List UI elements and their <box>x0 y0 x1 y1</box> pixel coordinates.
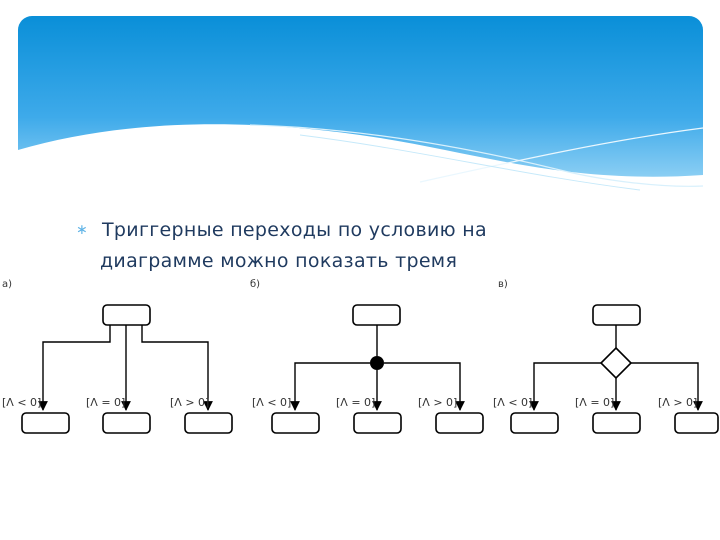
diagram-c-target-state-2 <box>593 413 640 433</box>
diagram-c: в) [Λ < 0] [Λ = 0] [Λ > 0] <box>493 279 718 433</box>
diagram-b-source-state <box>353 305 400 325</box>
bullet-text-1: Триггерные переходы по условию на <box>102 219 487 241</box>
bullet-paragraph: ∗Триггерные переходы по условию на диагр… <box>76 216 636 276</box>
diagram-b-target-state-1 <box>272 413 319 433</box>
transition-diagrams: а) [Λ < 0] [Λ = 0] [Λ > 0] б) [Λ < 0] [Λ… <box>0 270 720 450</box>
diagram-a-condition-lt: [Λ < 0] <box>2 396 41 409</box>
diagram-a-target-state-2 <box>103 413 150 433</box>
diagram-c-decision-diamond <box>601 348 631 378</box>
diagram-a: а) [Λ < 0] [Λ = 0] [Λ > 0] <box>2 279 232 433</box>
diagram-b-junction-point <box>370 356 384 370</box>
diagram-b-target-state-2 <box>354 413 401 433</box>
diagram-b-target-state-3 <box>436 413 483 433</box>
diagram-c-label: в) <box>498 279 508 290</box>
diagram-c-condition-gt: [Λ > 0] <box>658 396 697 409</box>
bullet-line-1: ∗ Триггерные переходы по условию на <box>76 216 636 247</box>
diagram-a-condition-gt: [Λ > 0] <box>170 396 209 409</box>
diagram-c-condition-eq: [Λ = 0] <box>575 396 614 409</box>
diagram-c-target-state-1 <box>511 413 558 433</box>
diagram-a-target-state-1 <box>22 413 69 433</box>
diagram-a-source-state <box>103 305 150 325</box>
diagram-a-label: а) <box>2 279 12 290</box>
diagram-b-condition-gt: [Λ > 0] <box>418 396 457 409</box>
diagram-b-condition-lt: [Λ < 0] <box>252 396 291 409</box>
diagram-b-condition-eq: [Λ = 0] <box>336 396 375 409</box>
header-banner <box>0 0 720 200</box>
diagram-c-source-state <box>593 305 640 325</box>
diagram-c-target-state-3 <box>675 413 718 433</box>
bullet-star-icon: ∗ <box>76 222 88 238</box>
diagram-c-condition-lt: [Λ < 0] <box>493 396 532 409</box>
diagram-b-label: б) <box>250 279 260 290</box>
diagram-b: б) [Λ < 0] [Λ = 0] [Λ > 0] <box>250 279 483 433</box>
diagram-a-target-state-3 <box>185 413 232 433</box>
diagram-a-condition-eq: [Λ = 0] <box>86 396 125 409</box>
